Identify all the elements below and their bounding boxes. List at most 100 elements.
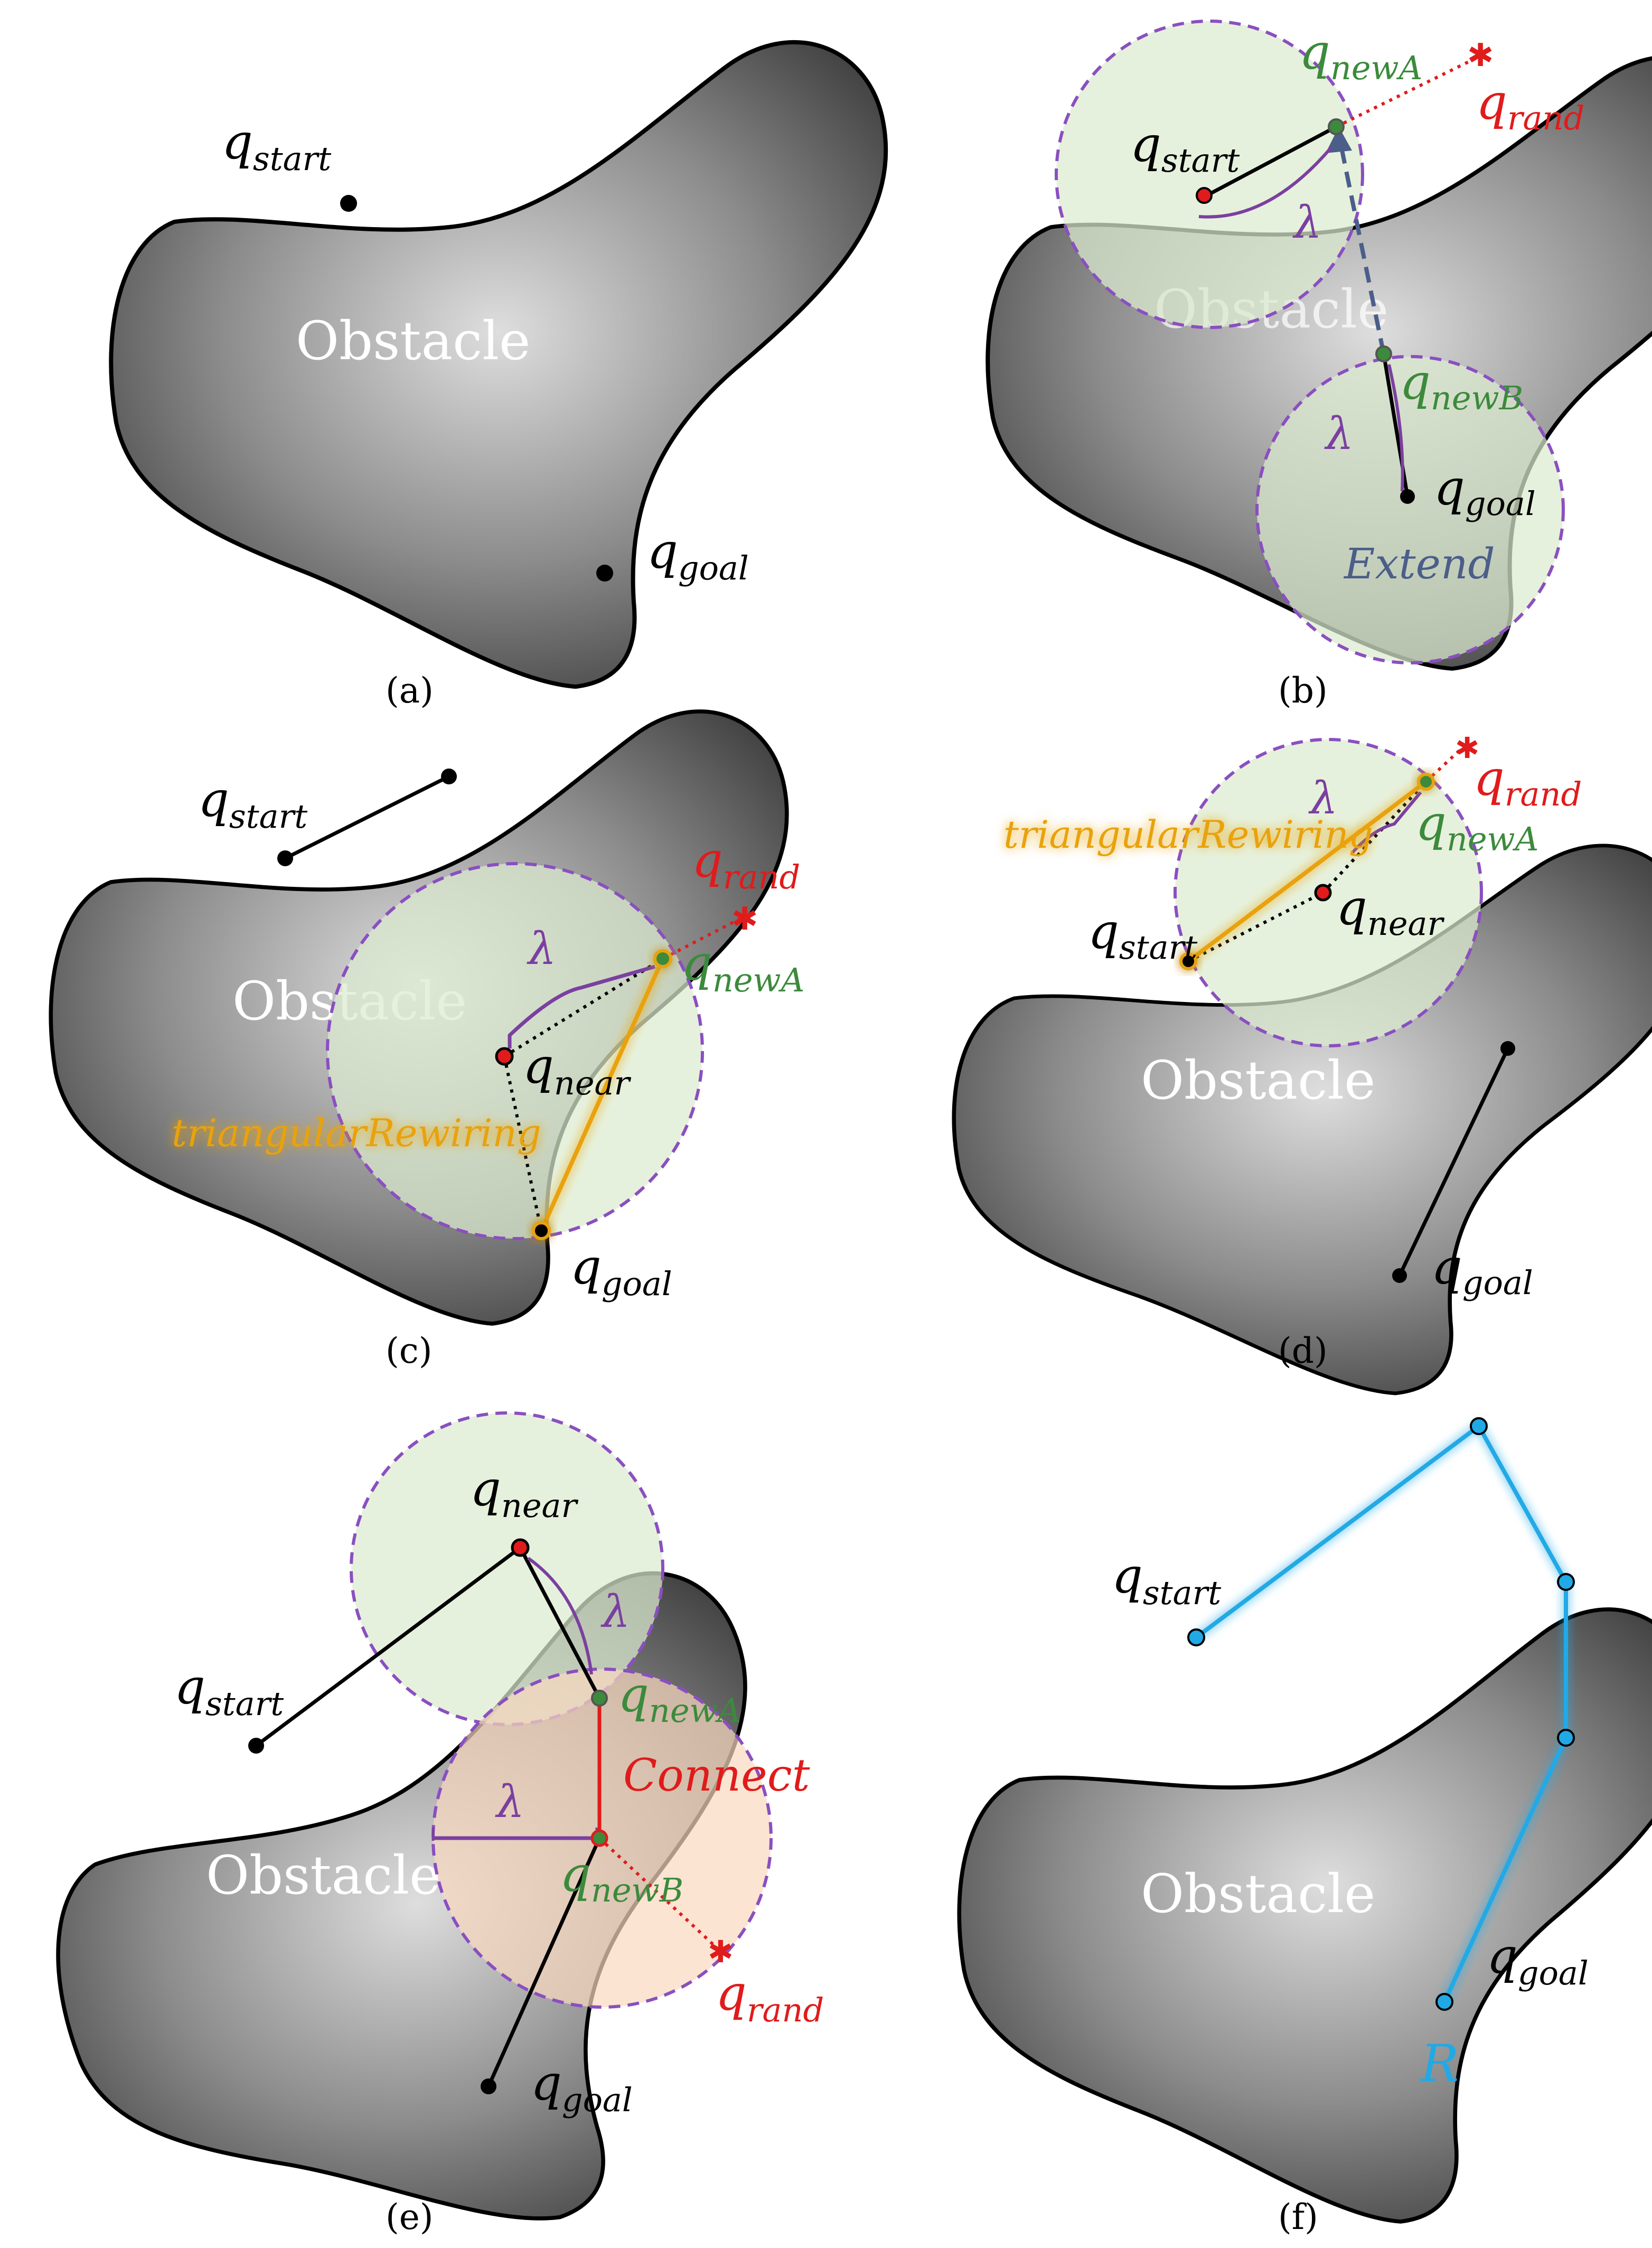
lambda-brace	[1350, 791, 1422, 854]
edge-newA-rand	[1424, 743, 1467, 783]
lambda-label: λ	[1308, 772, 1338, 824]
edge-start-newA	[1206, 125, 1337, 198]
rand-node: ✱	[708, 1934, 734, 1970]
tree-node	[1500, 1041, 1515, 1056]
newB-node	[590, 1829, 608, 1847]
goal-label: qgoal	[570, 1239, 672, 1303]
lambda-brace	[527, 1557, 593, 1675]
lambda-label: λ	[495, 1776, 524, 1828]
newA-node	[1328, 118, 1345, 135]
near-node	[495, 1047, 514, 1066]
panel-e: Obstacle ✱ qstart qnear qnewA qnewB qran…	[1, 1411, 848, 2248]
goal-label: qgoal	[1434, 460, 1536, 523]
path-node	[1470, 1417, 1488, 1435]
newA-node	[591, 1690, 608, 1707]
near-node	[1314, 884, 1332, 902]
obstacle-label: Obstacle	[206, 1844, 440, 1906]
newA-label: qnewA	[1299, 24, 1422, 87]
caption-e: (e)	[386, 2197, 434, 2237]
caption-b: (b)	[1278, 670, 1328, 711]
near-label: qnear	[470, 1460, 578, 1525]
newA-label: qnewA	[618, 1666, 741, 1730]
goal-label: qgoal	[531, 2055, 633, 2119]
lambda-brace	[1198, 147, 1332, 219]
caption-a: (a)	[386, 670, 434, 711]
path-node	[1557, 1729, 1575, 1747]
lambda-label: λ	[1292, 196, 1322, 248]
rand-label: qrand	[1473, 750, 1582, 813]
caption-c: (c)	[386, 1331, 432, 1371]
triangular-rewiring-label: triangularRewiring	[1003, 812, 1373, 857]
triangular-rewiring-label: triangularRewiring	[172, 1111, 541, 1155]
edge-newA-rand	[662, 917, 740, 960]
edge-newA-rand	[1335, 57, 1477, 128]
edge-near-newA	[503, 957, 664, 1058]
connect-label: Connect	[623, 1749, 810, 1801]
edge-newB-rand	[598, 1837, 722, 1953]
edge-start-near	[255, 1546, 522, 1747]
extend-circle-start	[1055, 20, 1364, 329]
obstacle-label: Obstacle	[1141, 1863, 1375, 1925]
goal-node	[1435, 1993, 1453, 2011]
goal-node	[532, 1221, 551, 1240]
edge-newB-goal	[486, 1837, 602, 2087]
near-node	[511, 1538, 530, 1557]
near-label: qnear	[523, 1038, 631, 1102]
start-label: qstart	[1112, 1548, 1221, 1612]
rand-label: qrand	[1476, 74, 1584, 137]
start-label: qstart	[174, 1659, 284, 1723]
panel-c: Obstacle ✱ qstart qrand qnewA qnear qgoa…	[51, 711, 804, 1371]
start-label: qstart	[1088, 903, 1197, 967]
start-label: qstart	[1130, 116, 1240, 180]
near-circle	[326, 862, 704, 1240]
goal-node	[481, 2078, 496, 2094]
caption-d: (d)	[1278, 1331, 1328, 1371]
extend-arrow	[1337, 134, 1386, 354]
edge-start	[284, 774, 450, 860]
path-R-label: R	[1420, 2034, 1459, 2093]
edge-near-newA	[518, 1547, 602, 1699]
start-node	[340, 195, 357, 212]
panel-f: Obstacle qstart qgoal R (f)	[959, 1417, 1652, 2237]
goal-label: qgoal	[1431, 1239, 1533, 1302]
start-node	[248, 1738, 264, 1754]
triangular-rewiring-edge	[1187, 780, 1428, 963]
goal-node	[596, 565, 613, 582]
start-node	[1187, 1628, 1205, 1646]
start-label: qstart	[198, 771, 307, 836]
near-label: qnear	[1336, 879, 1444, 943]
arrowhead	[1326, 127, 1352, 153]
newA-label: qnewA	[681, 935, 804, 999]
extend-circle-goal	[1255, 355, 1565, 664]
start-node	[277, 850, 293, 866]
lambda-brace	[1387, 364, 1404, 492]
triangular-rewiring-edge	[539, 958, 665, 1232]
lambda-label: λ	[1324, 408, 1354, 460]
panel-d: Obstacle ✱ qstart qrand qnewA qnear qgoa…	[954, 731, 1652, 1393]
newB-label: qnewB	[1400, 354, 1523, 417]
path-node	[1557, 1573, 1575, 1591]
panel-b: Obstacle ✱ qstart qnewA qrand qnewB qgoa…	[988, 20, 1652, 711]
newB-label: qnewB	[560, 1846, 683, 1909]
edge-goal	[1397, 1047, 1510, 1277]
panel-a: Obstacle qstart qgoal (a)	[111, 42, 886, 711]
rand-label: qrand	[692, 832, 800, 896]
goal-node	[1392, 1268, 1407, 1283]
rand-label: qrand	[716, 1965, 824, 2029]
goal-node	[1400, 489, 1415, 504]
start-node	[1179, 952, 1197, 970]
extend-label: Extend	[1343, 539, 1495, 588]
obstacle-label: Obstacle	[296, 310, 530, 372]
start-node	[1196, 187, 1213, 204]
rand-node: ✱	[1455, 731, 1479, 765]
rand-node: ✱	[731, 901, 758, 938]
lambda-label: λ	[527, 923, 556, 975]
start-label: qstart	[222, 114, 331, 178]
goal-label: qgoal	[647, 523, 749, 587]
newA-node	[653, 949, 672, 968]
rand-node: ✱	[1467, 37, 1494, 74]
lambda-brace	[508, 964, 655, 1048]
lambda-label: λ	[600, 1586, 630, 1637]
obstacle-label: Obstacle	[1141, 1050, 1375, 1111]
